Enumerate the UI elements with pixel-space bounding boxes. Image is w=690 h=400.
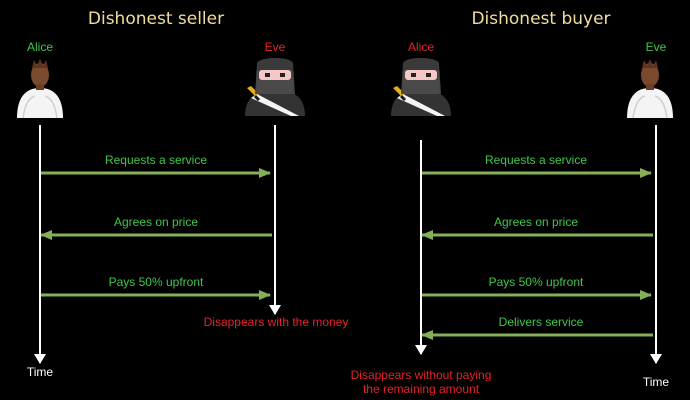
actor-label-eve: Eve <box>646 40 667 54</box>
ninja-icon <box>243 56 307 118</box>
message-label: Pays 50% upfront <box>109 275 204 289</box>
person-icon <box>626 58 674 119</box>
actor-label-alice: Alice <box>27 40 53 54</box>
message-label: Agrees on price <box>114 215 198 229</box>
scenario-dishonest-seller: Dishonest seller Alice Eve Requests a se… <box>16 9 349 379</box>
actor-label-eve: Eve <box>265 40 286 54</box>
message-label: Pays 50% upfront <box>489 275 584 289</box>
outcome-note: Disappears without paying <box>351 368 492 382</box>
outcome-note: the remaining amount <box>363 382 480 396</box>
scenario-title: Dishonest seller <box>88 9 224 29</box>
ninja-icon <box>389 56 453 118</box>
person-icon <box>16 58 64 119</box>
message-label: Requests a service <box>485 153 587 167</box>
message-label: Requests a service <box>105 153 207 167</box>
actor-label-alice: Alice <box>408 40 434 54</box>
message-label: Agrees on price <box>494 215 578 229</box>
message-label: Delivers service <box>499 315 584 329</box>
scenario-dishonest-buyer: Dishonest buyer Alice Eve Requests a ser… <box>351 9 674 396</box>
time-label: Time <box>27 365 54 379</box>
outcome-note: Disappears with the money <box>204 315 349 329</box>
scenario-title: Dishonest buyer <box>471 9 610 29</box>
time-label: Time <box>643 375 670 389</box>
